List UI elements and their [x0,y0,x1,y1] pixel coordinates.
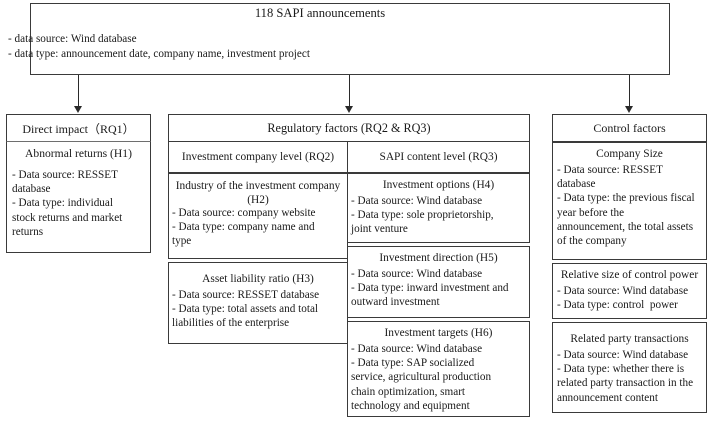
card-related-party-box [552,322,707,413]
connector-line-control-factors [629,75,630,107]
card-h4-box [347,173,530,243]
subheader-sapi-content-level: SAPI content level (RQ3) [347,141,530,173]
card-h6-body: - Data source: Wind database - Data type… [351,343,492,412]
card-h3-box [168,262,348,344]
card-h6-box [347,321,530,417]
card-control-power-body: - Data source: Wind database - Data type… [557,285,689,312]
control-factors-header: Control factors [552,114,707,142]
card-h5-body: - Data source: Wind database - Data type… [351,268,509,309]
card-h1-body: - Data source: RESSET database - Data ty… [12,169,123,238]
card-company-size-title: Company Size [596,148,663,160]
direct-impact-header: Direct impact（RQ1） [6,114,151,142]
card-h6-title: Investment targets (H6) [384,327,493,339]
card-company-size-body: - Data source: RESSET database - Data ty… [557,164,695,248]
card-related-party-title: Related party transactions [570,333,689,345]
card-h2-title: Industry of the investment company (H2) [175,180,341,206]
connector-line-regulatory-factors [349,75,350,107]
card-h4-title: Investment options (H4) [382,179,495,191]
card-h3-body: - Data source: RESSET database - Data ty… [172,289,320,330]
card-control-power-title: Relative size of control power [560,269,699,281]
card-h2-body: - Data source: company website - Data ty… [172,207,316,248]
card-h5-box [347,246,530,318]
connector-arrow-control-factors [625,106,633,113]
connector-line-direct-impact [78,75,79,107]
root-node-box [30,3,670,75]
subheader-investment-company-level: Investment company level (RQ2) [168,141,348,173]
card-h3-title: Asset liability ratio (H3) [202,273,314,285]
regulatory-factors-header: Regulatory factors (RQ2 & RQ3) [168,114,530,142]
connector-arrow-regulatory-factors [345,106,353,113]
root-node-title: 118 SAPI announcements [254,6,386,20]
connector-arrow-direct-impact [74,106,82,113]
card-h4-body: - Data source: Wind database - Data type… [351,195,494,236]
card-related-party-body: - Data source: Wind database - Data type… [557,349,694,404]
direct-impact-column-box [6,114,151,253]
card-h5-title: Investment direction (H5) [379,252,498,264]
card-h1-title: Abnormal returns (H1) [25,147,132,160]
card-h2-box [168,173,348,259]
card-company-size-box [552,142,707,260]
root-node-details: - data source: Wind database - data type… [8,33,310,60]
card-control-power-box [552,263,707,319]
